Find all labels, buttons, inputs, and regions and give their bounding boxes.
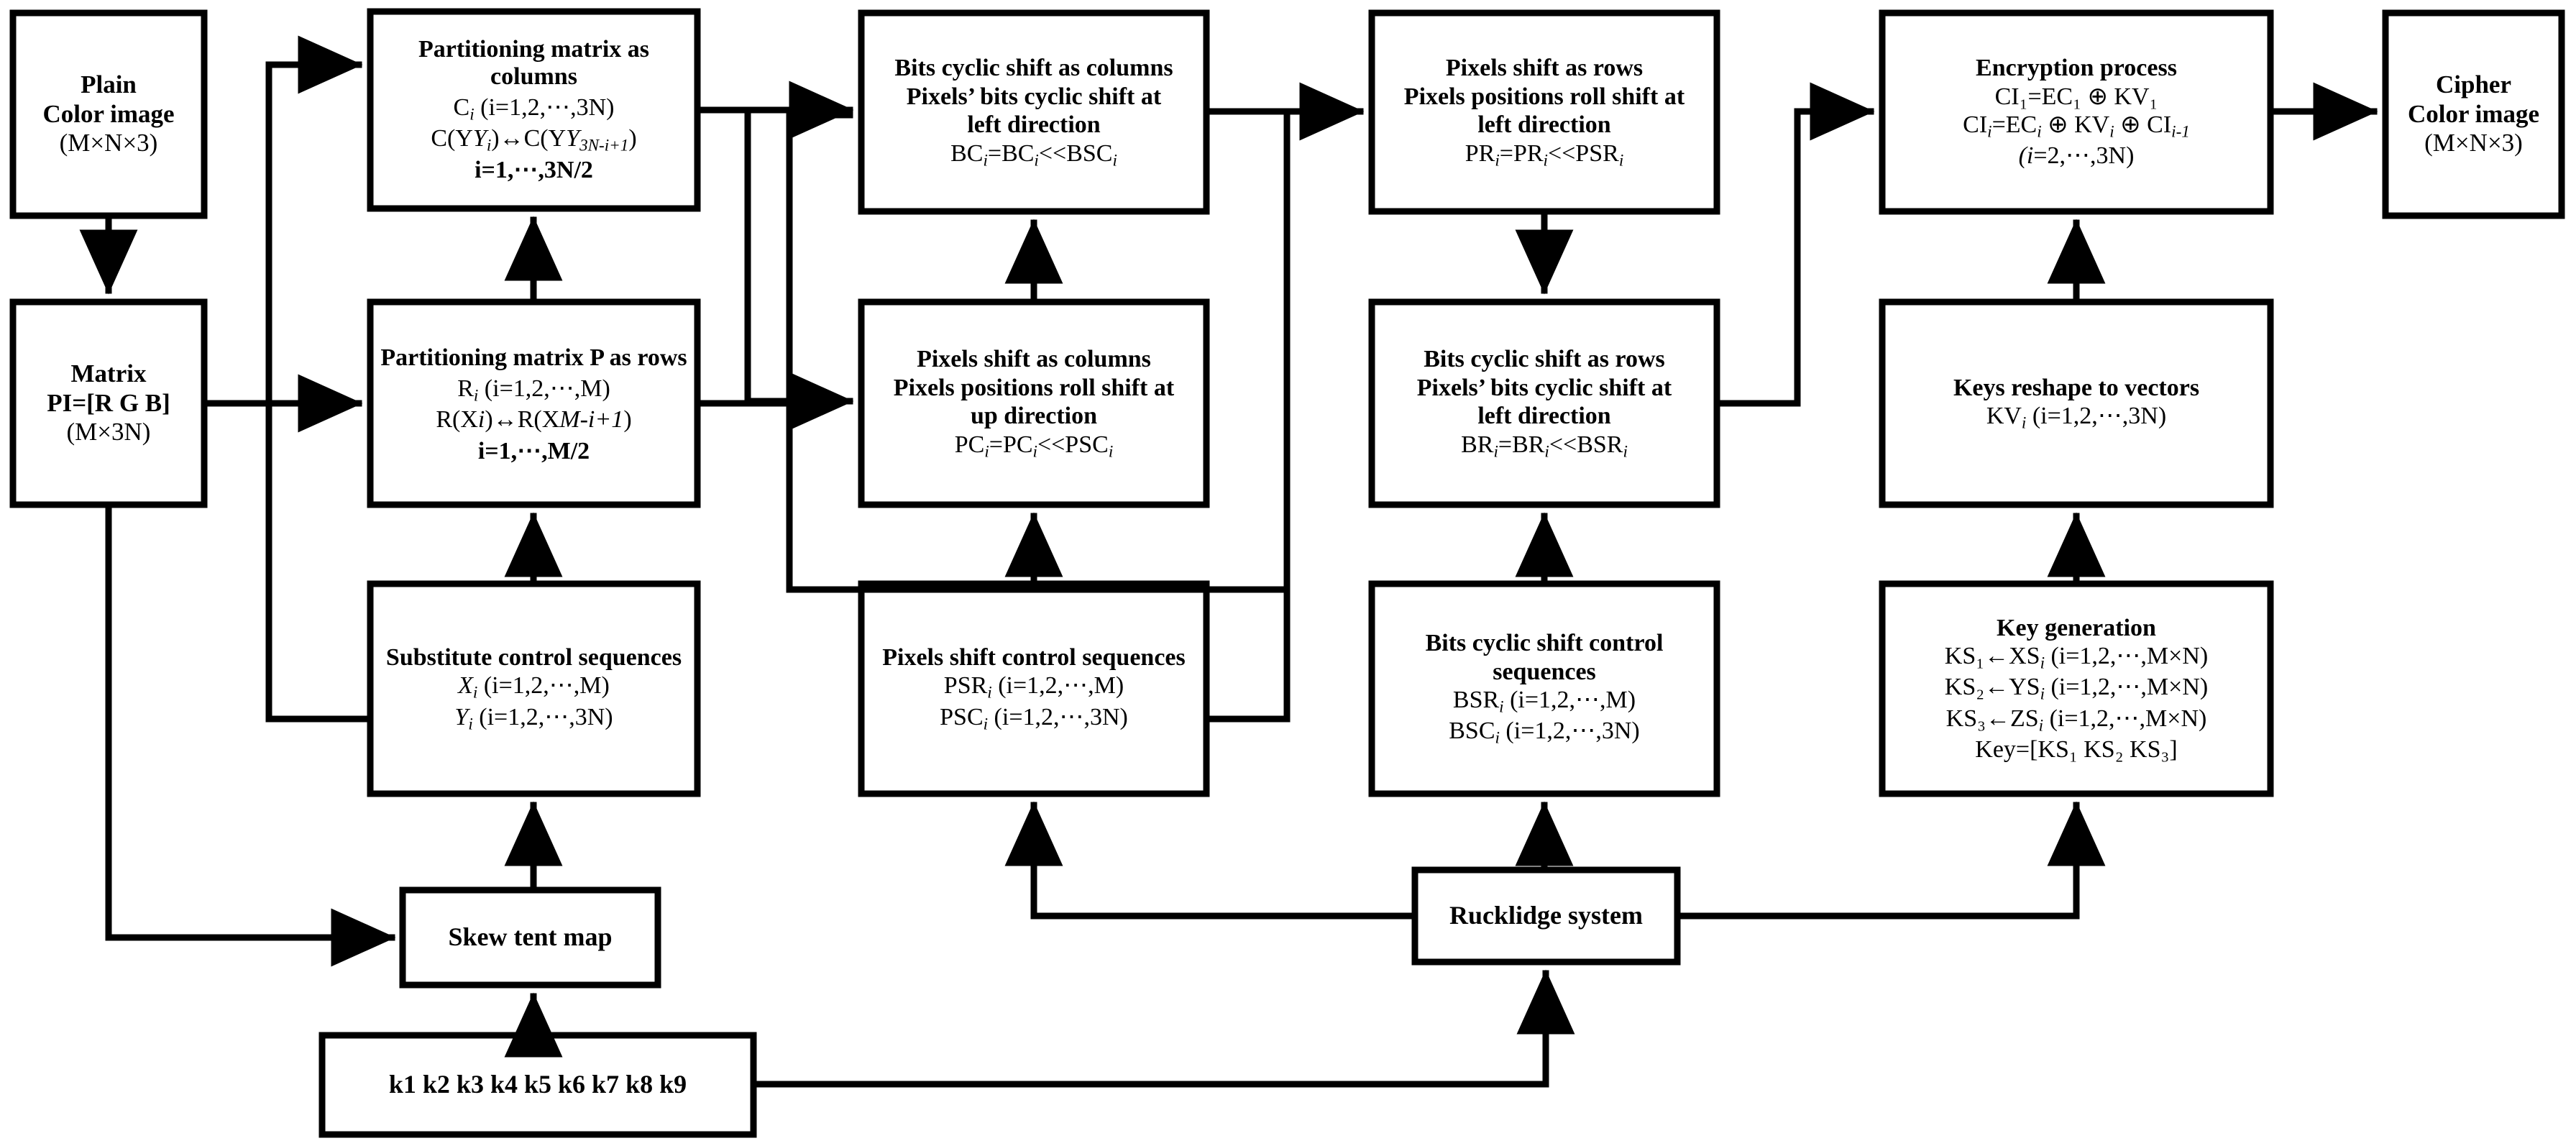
box-substitute-control — [367, 580, 701, 797]
arrow-matrix-to-partition-columns — [201, 35, 363, 407]
part-cols-line-2: C(YYi)↔C(YY3N-i+1) — [431, 125, 637, 155]
key-parameters-text: k1 k2 k3 k4 k5 k6 k7 k8 k9 — [388, 1070, 687, 1099]
bits-rows-formula: BRi=BRi<<BSRi — [1461, 431, 1628, 461]
box-keys-reshape — [1879, 298, 2274, 508]
part-rows-line-1: Ri (i=1,2,⋯,M) — [457, 375, 610, 405]
part-rows-line-3: i=1,⋯,M/2 — [477, 437, 590, 464]
substitute-line-1: Xi (i=1,2,⋯,M) — [458, 672, 610, 702]
rucklidge-system-label: Rucklidge system — [1415, 870, 1677, 962]
pixels-rows-t1: Pixels shift as rows — [1445, 55, 1644, 82]
partitioning-columns-label: Partitioning matrix as columns Ci (i=1,2… — [377, 12, 690, 208]
part-rows-line-2: R(Xi)↔R(XM-i+1) — [436, 406, 632, 434]
arrow-keys-to-rucklidge — [750, 969, 1575, 1088]
key-gen-line-3: KS₃←ZSi (i=1,2,⋯,M×N) — [1945, 705, 2207, 735]
part-cols-line-1: Ci (i=1,2,⋯,3N) — [453, 94, 615, 124]
pixels-shift-rows-label: Pixels shift as rows Pixels positions ro… — [1379, 13, 1710, 211]
line-bits-rows-out — [1713, 108, 1801, 407]
pixels-ctrl-line-2: PSCi (i=1,2,⋯,3N) — [940, 703, 1128, 734]
box-cipher-color-image — [2382, 9, 2565, 219]
pixels-shift-control-label: Pixels shift control sequences PSRi (i=1… — [868, 584, 1199, 794]
pixels-cols-t1: Pixels shift as columns — [917, 346, 1151, 373]
key-gen-line-4: Key=[KS₁ KS₂ KS₃] — [1975, 735, 2178, 763]
substitute-title: Substitute control sequences — [385, 644, 682, 671]
bits-cols-formula: BCi=BCi<<BSCi — [950, 139, 1117, 170]
skew-tent-text: Skew tent map — [448, 922, 613, 952]
matrix-line-1: Matrix — [70, 359, 147, 388]
bits-rows-t1: Bits cyclic shift as rows — [1424, 346, 1665, 373]
bits-cols-t1: Bits cyclic shift as columns — [894, 55, 1173, 82]
box-plain-color-image — [9, 9, 208, 219]
bits-cyclic-columns-label: Bits cyclic shift as columns Pixels’ bit… — [868, 13, 1199, 211]
line-bus-lower-left — [786, 398, 1291, 593]
key-generation-label: Key generation KS₁←XSi (i=1,2,⋯,M×N) KS₂… — [1889, 584, 2263, 794]
bits-rows-t3: left direction — [1477, 403, 1611, 430]
box-bits-cyclic-rows — [1368, 298, 1720, 508]
box-partitioning-columns — [367, 8, 701, 212]
arrow-rucklidge-to-pixels-ctrl — [1004, 801, 1418, 920]
matrix-line-3: (M×3N) — [66, 418, 151, 446]
box-pixels-shift-columns — [858, 298, 1210, 508]
pixels-cols-formula: PCi=PCi<<PSCi — [954, 431, 1114, 461]
box-matrix-pi — [9, 298, 208, 508]
partitioning-rows-label: Partitioning matrix P as rows Ri (i=1,2,… — [377, 302, 690, 505]
key-gen-title: Key generation — [1997, 614, 2156, 641]
cipher-line-2: Color image — [2407, 99, 2540, 128]
bits-cols-t2: Pixels’ bits cyclic shift at — [906, 83, 1162, 110]
rucklidge-text: Rucklidge system — [1449, 901, 1643, 930]
matrix-line-2: PI=[R G B] — [47, 388, 170, 417]
bits-rows-t2: Pixels’ bits cyclic shift at — [1416, 374, 1672, 401]
pixels-rows-t2: Pixels positions roll shift at — [1403, 83, 1685, 110]
substitute-line-2: Yi (i=1,2,⋯,3N) — [454, 703, 613, 734]
encryption-formula-3: (i(i=2,⋯,3N)=2,⋯,3N) — [2018, 142, 2135, 170]
pixels-ctrl-title: Pixels shift control sequences — [882, 644, 1186, 671]
plain-color-image-label: Plain Color image (M×N×3) — [13, 13, 204, 216]
encryption-formula-1: CI₁=EC₁ ⊕ KV₁ — [1994, 83, 2158, 110]
bits-cols-t3: left direction — [967, 111, 1101, 139]
part-cols-line-3: i=1,⋯,3N/2 — [475, 156, 593, 183]
bits-ctrl-t2: sequences — [1493, 658, 1596, 685]
key-parameters-label: k1 k2 k3 k4 k5 k6 k7 k8 k9 — [322, 1035, 753, 1134]
keys-reshape-line-1: KVi (i=1,2,⋯,3N) — [1986, 403, 2167, 433]
bits-ctrl-line-2: BSCi (i=1,2,⋯,3N) — [1449, 718, 1640, 748]
pixels-rows-formula: PRi=PRi<<PSRi — [1465, 139, 1624, 170]
cipher-line-3: (M×N×3) — [2424, 129, 2523, 157]
cipher-line-1: Cipher — [2436, 70, 2511, 99]
plain-line-3: (M×N×3) — [59, 129, 158, 157]
box-pixels-shift-control — [858, 580, 1210, 797]
plain-line-1: Plain — [81, 70, 137, 99]
bits-cyclic-control-label: Bits cyclic shift control sequences BSRi… — [1379, 584, 1710, 794]
bits-ctrl-line-1: BSRi (i=1,2,⋯,M) — [1452, 687, 1636, 717]
line-riser-to-substitute — [265, 400, 374, 723]
pixels-cols-t2: Pixels positions roll shift at — [893, 374, 1175, 401]
pixels-cols-t3: up direction — [970, 403, 1097, 430]
part-rows-title: Partitioning matrix P as rows — [380, 344, 687, 372]
encryption-process-label: Encryption process CI₁=EC₁ ⊕ KV₁ CIi=ECi… — [1889, 13, 2263, 211]
keys-reshape-title: Keys reshape to vectors — [1953, 374, 2200, 401]
bits-ctrl-t1: Bits cyclic shift control — [1425, 630, 1664, 657]
skew-tent-map-label: Skew tent map — [403, 890, 658, 985]
box-bits-cyclic-control — [1368, 580, 1720, 797]
part-cols-title: Partitioning matrix as columns — [418, 35, 650, 90]
substitute-control-label: Substitute control sequences Xi (i=1,2,⋯… — [377, 584, 690, 794]
pixels-rows-t3: left direction — [1477, 111, 1611, 139]
keys-reshape-label: Keys reshape to vectors KVi (i=1,2,⋯,3N) — [1889, 302, 2263, 505]
matrix-pi-label: Matrix PI=[R G B] (M×3N) — [13, 302, 204, 505]
key-gen-line-2: KS₂←YSi (i=1,2,⋯,M×N) — [1944, 674, 2209, 704]
arrow-rucklidge-to-key-gen — [1674, 801, 2106, 920]
line-partition-columns-out — [694, 106, 751, 405]
pixels-ctrl-line-1: PSRi (i=1,2,⋯,M) — [943, 672, 1124, 702]
cipher-color-image-label: Cipher Color image (M×N×3) — [2385, 13, 2562, 216]
arrow-matrix-to-skew-tent — [105, 501, 396, 967]
key-gen-line-1: KS₁←XSi (i=1,2,⋯,M×N) — [1944, 643, 2209, 673]
box-bits-cyclic-columns — [858, 9, 1210, 215]
encryption-formula-2: CIi=ECi ⊕ KVi ⊕ CIi-1 — [1963, 111, 2190, 142]
encryption-title: Encryption process — [1976, 55, 2177, 82]
bits-cyclic-rows-label: Bits cyclic shift as rows Pixels’ bits c… — [1379, 302, 1710, 505]
pixels-shift-columns-label: Pixels shift as columns Pixels positions… — [868, 302, 1199, 505]
plain-line-2: Color image — [42, 99, 175, 128]
box-encryption-process — [1879, 9, 2274, 215]
